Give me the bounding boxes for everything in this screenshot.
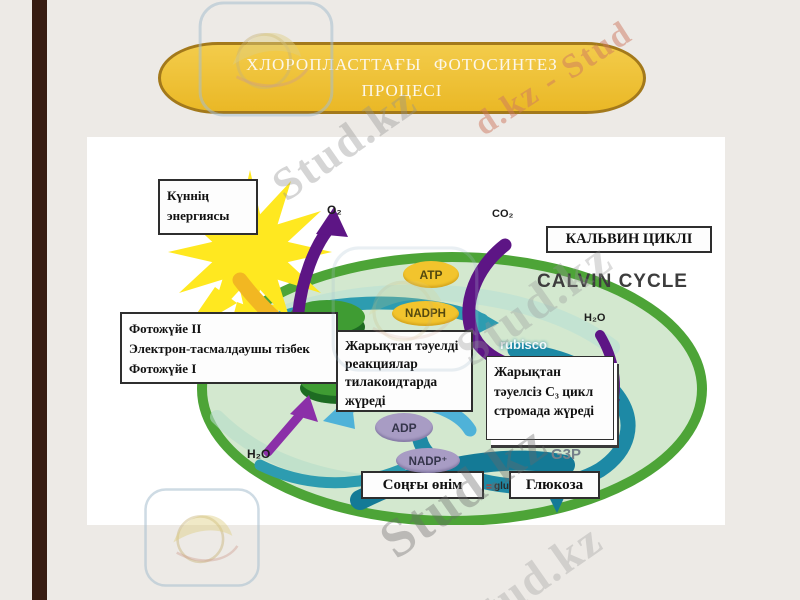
- equals-label: =: [486, 482, 492, 493]
- sun-energy-box: Күннің энергиясы: [158, 179, 258, 235]
- calvin-cycle-en-label: CALVIN CYCLE: [537, 271, 688, 292]
- rubisco-label: rubisco: [500, 337, 547, 352]
- glu-label: glu: [494, 481, 509, 492]
- photosystems-box: Фотожүйе II Электрон-тасмалдаушы тізбек …: [120, 312, 338, 384]
- glucose-box: Глюкоза: [509, 471, 600, 499]
- adp-pill: ADP: [375, 413, 433, 442]
- light-reaction-arrowhead: [473, 309, 499, 336]
- g3p-label: G3P: [551, 446, 582, 463]
- h2o-right-label: H₂O: [584, 312, 606, 324]
- nadph-pill: NADPH: [392, 301, 459, 326]
- left-accent-bar: [32, 0, 47, 600]
- light-dependent-box: Жарықтан тәуелді реакциялар тилакоидтард…: [336, 330, 473, 412]
- slide-title: ХЛОРОПЛАСТТАҒЫ ФОТОСИНТЕЗ ПРОЦЕСІ: [246, 54, 558, 100]
- slide-title-shape: ХЛОРОПЛАСТТАҒЫ ФОТОСИНТЕЗ ПРОЦЕСІ: [158, 42, 646, 114]
- atp-pill: ATP: [403, 261, 459, 288]
- final-product-box: Соңғы өнім: [361, 471, 484, 499]
- watermark-text: Stud.kz: [448, 512, 612, 600]
- h2o-left-label: H₂O: [247, 447, 271, 461]
- calvin-cycle-kz-box: КАЛЬВИН ЦИКЛІ: [546, 226, 712, 253]
- water-left-arrow: [263, 395, 318, 457]
- oxygen-arrow: [292, 207, 348, 321]
- co2-label: CO₂: [492, 208, 514, 220]
- o2-label: O₂: [327, 203, 342, 217]
- light-independent-box: Жарықтан тәуелсіз С₃ цикл стромада жүред…: [486, 356, 614, 440]
- nadp-plus-pill: NADP⁺: [396, 448, 460, 473]
